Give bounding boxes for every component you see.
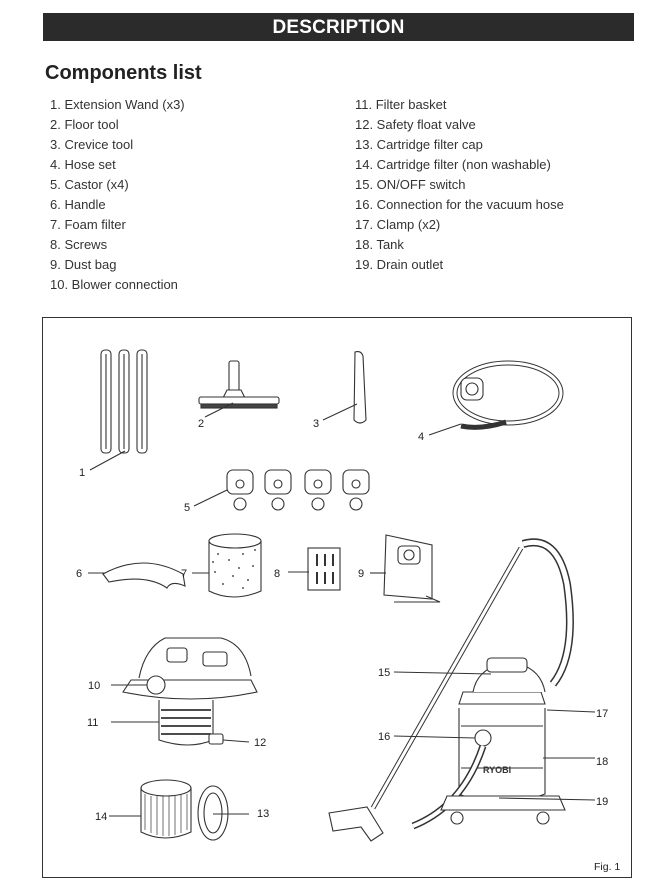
components-list-left: 1. Extension Wand (x3) 2. Floor tool 3. … <box>50 95 185 295</box>
list-item: 19. Drain outlet <box>355 255 564 275</box>
callout-2: 2 <box>198 418 204 430</box>
section-banner: DESCRIPTION <box>43 13 634 41</box>
castor-illustration <box>194 470 369 510</box>
lid-assembly-illustration <box>111 638 257 745</box>
list-item: 11. Filter basket <box>355 95 564 115</box>
hose-set-illustration <box>429 363 561 435</box>
cartridge-filter-illustration <box>109 780 249 840</box>
list-item: 8. Screws <box>50 235 185 255</box>
callout-16: 16 <box>378 731 390 743</box>
callout-11: 11 <box>87 717 98 729</box>
crevice-tool-illustration <box>323 352 366 424</box>
components-heading: Components list <box>45 62 202 85</box>
callout-4: 4 <box>418 431 424 443</box>
list-item: 13. Cartridge filter cap <box>355 135 564 155</box>
floor-tool-illustration <box>199 361 279 417</box>
list-item: 16. Connection for the vacuum hose <box>355 195 564 215</box>
list-item: 7. Foam filter <box>50 215 185 235</box>
list-item: 6. Handle <box>50 195 185 215</box>
callout-15: 15 <box>378 667 390 679</box>
list-item: 9. Dust bag <box>50 255 185 275</box>
list-item: 15. ON/OFF switch <box>355 175 564 195</box>
callout-8: 8 <box>274 568 280 580</box>
list-item: 5. Castor (x4) <box>50 175 185 195</box>
callout-6: 6 <box>76 568 82 580</box>
callout-14: 14 <box>95 811 107 823</box>
dust-bag-illustration <box>370 535 440 602</box>
list-item: 14. Cartridge filter (non washable) <box>355 155 564 175</box>
list-item: 10. Blower connection <box>50 275 185 295</box>
figure-caption: Fig. 1 <box>594 861 620 873</box>
callout-5: 5 <box>184 502 190 514</box>
list-item: 2. Floor tool <box>50 115 185 135</box>
handle-illustration <box>88 563 185 588</box>
parts-illustration: 1 2 3 4 5 6 <box>43 318 633 879</box>
callout-3: 3 <box>313 418 319 430</box>
callout-19: 19 <box>596 796 608 808</box>
list-item: 17. Clamp (x2) <box>355 215 564 235</box>
callout-12: 12 <box>254 737 266 749</box>
list-item: 4. Hose set <box>50 155 185 175</box>
list-item: 12. Safety float valve <box>355 115 564 135</box>
brand-logo: RYOBI <box>483 765 511 775</box>
figure-frame: 1 2 3 4 5 6 <box>42 317 632 878</box>
callout-1: 1 <box>79 467 85 479</box>
callout-13: 13 <box>257 808 269 820</box>
screws-illustration <box>288 548 340 590</box>
callout-9: 9 <box>358 568 364 580</box>
callout-17: 17 <box>596 708 608 720</box>
list-item: 3. Crevice tool <box>50 135 185 155</box>
assembled-vacuum-illustration: RYOBI <box>329 542 595 841</box>
list-item: 18. Tank <box>355 235 564 255</box>
callout-7: 7 <box>181 568 187 580</box>
callout-18: 18 <box>596 756 608 768</box>
extension-wand-illustration <box>90 350 147 470</box>
callout-10: 10 <box>88 680 100 692</box>
list-item: 1. Extension Wand (x3) <box>50 95 185 115</box>
foam-filter-illustration <box>192 534 261 597</box>
components-list-right: 11. Filter basket 12. Safety float valve… <box>355 95 564 275</box>
